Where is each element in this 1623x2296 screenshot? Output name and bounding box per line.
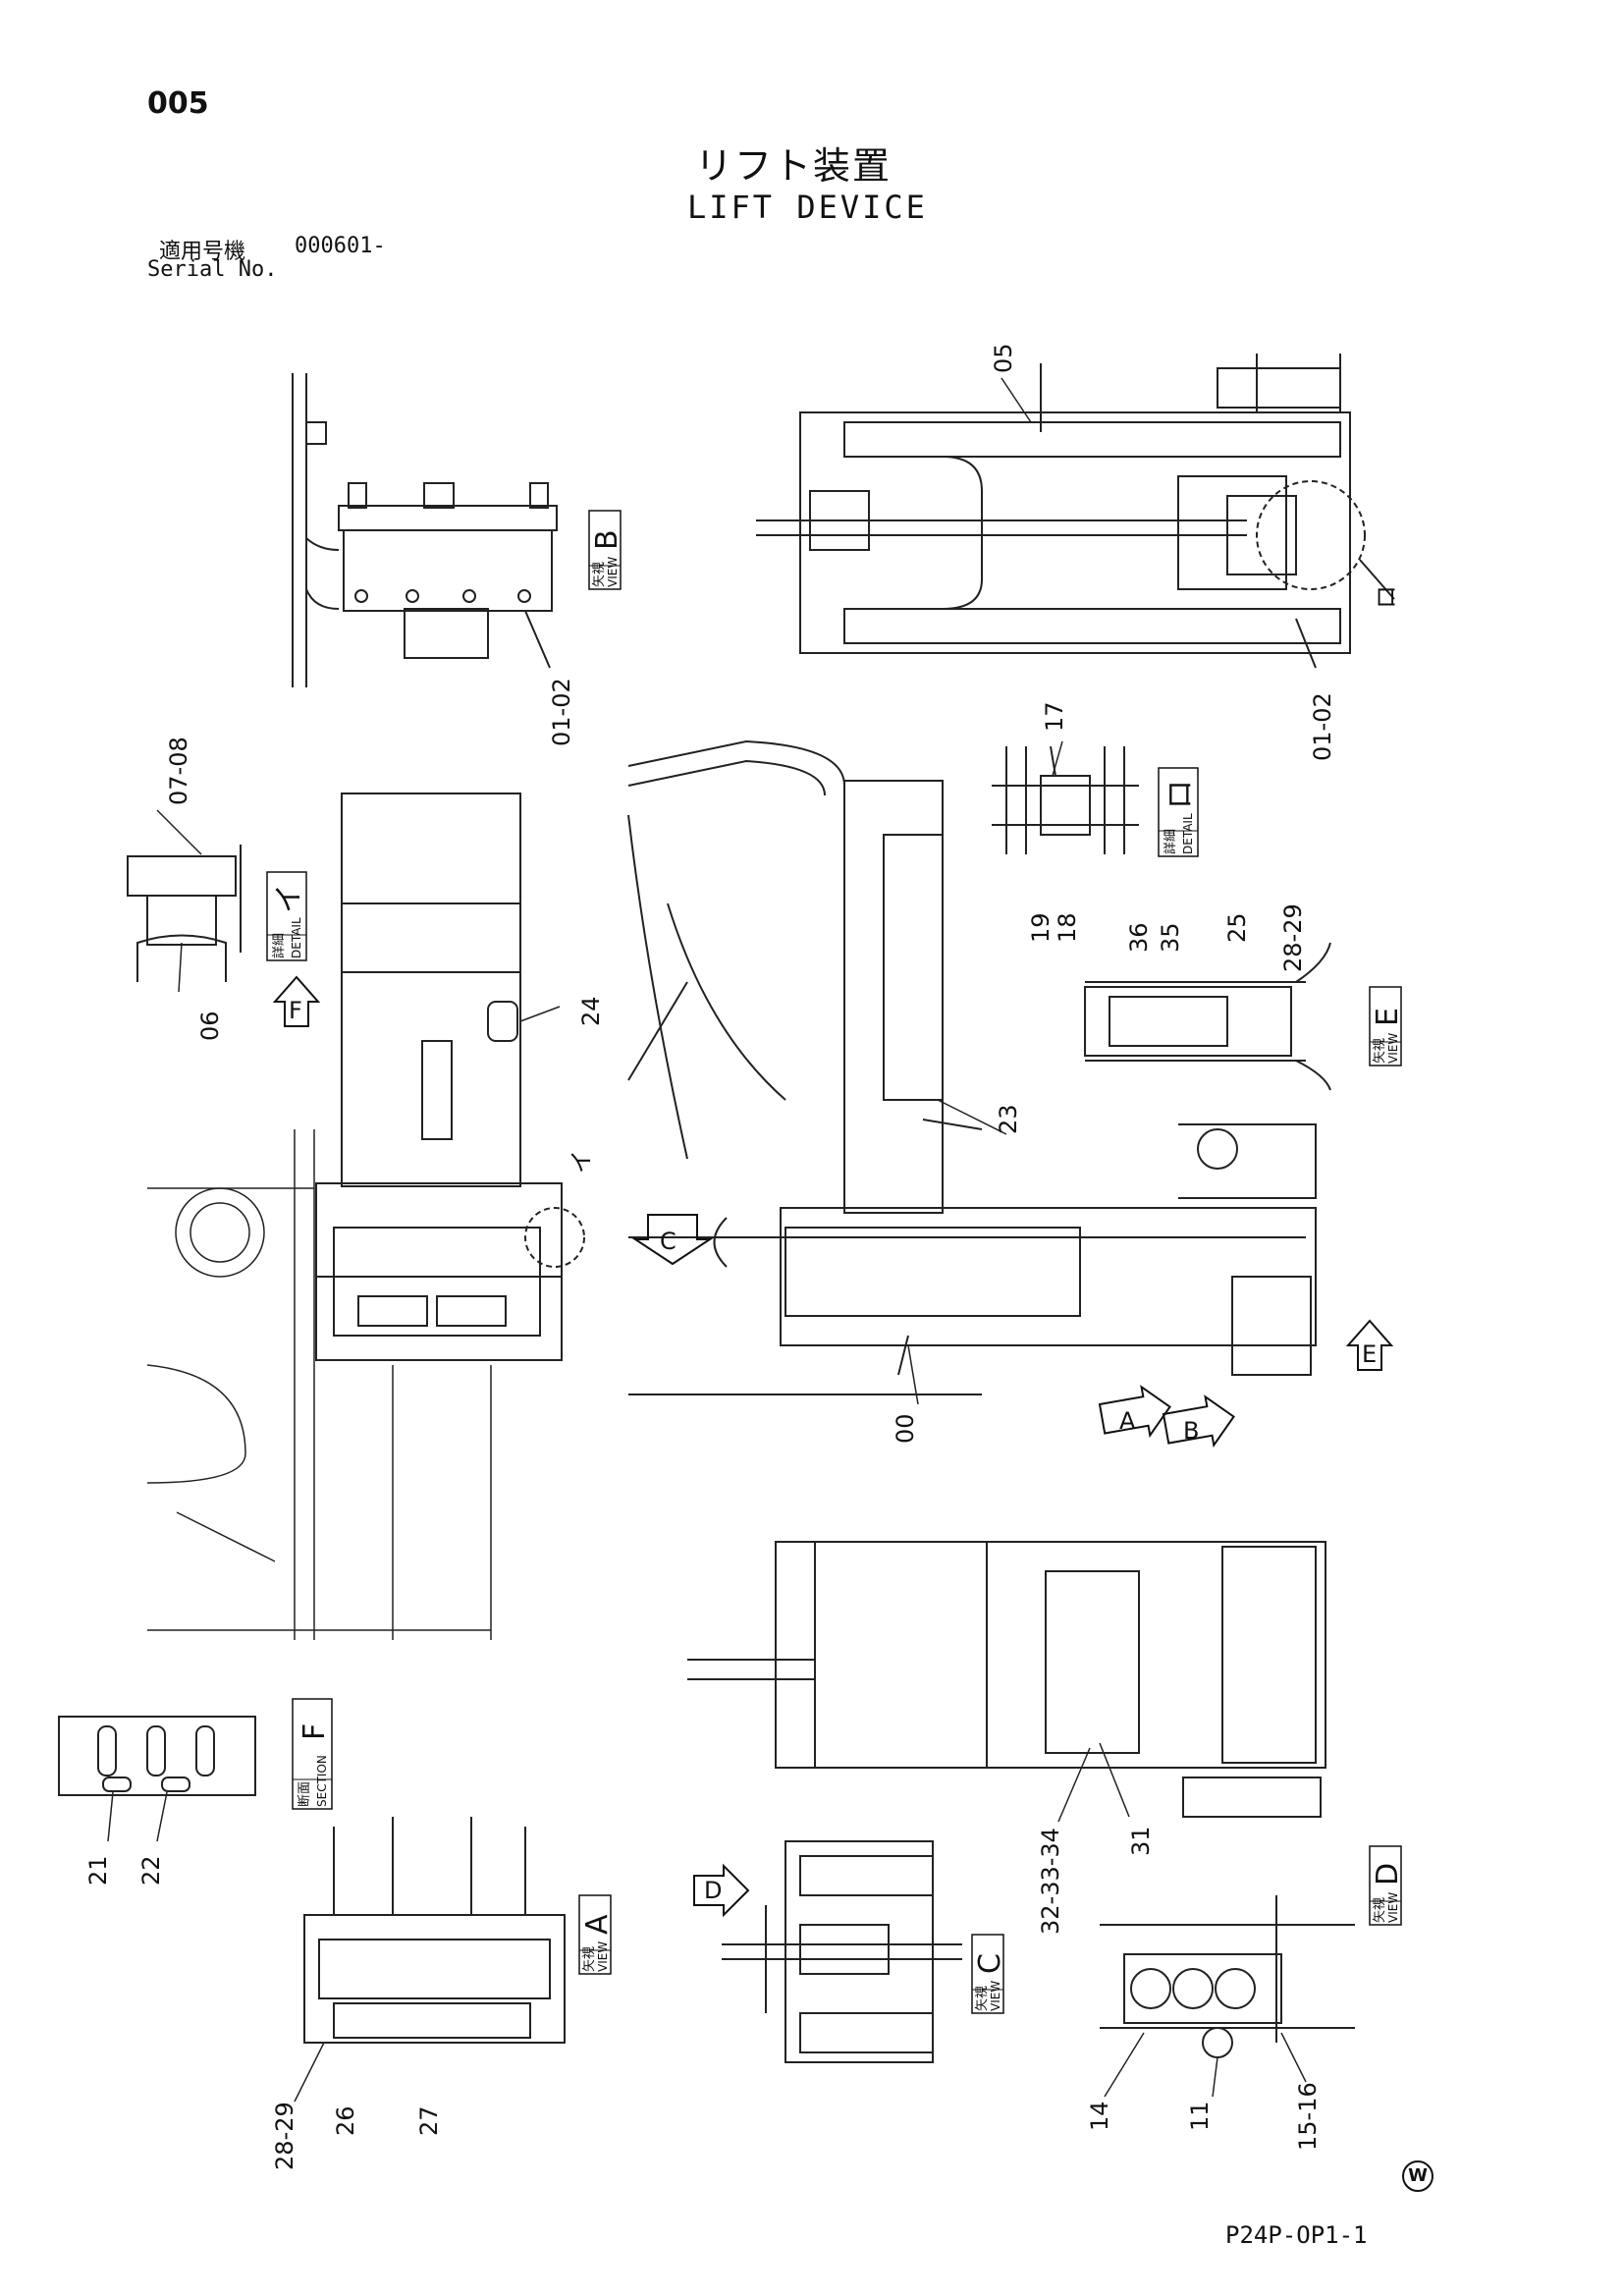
label-view-d-en: VIEW: [1386, 1892, 1400, 1923]
callout-24: 24: [577, 996, 605, 1026]
arrow-e: E: [1345, 1319, 1394, 1371]
lower-left-frame: [146, 1129, 492, 1640]
lower-right-box: [687, 1541, 1326, 1818]
callout-22: 22: [137, 1855, 165, 1886]
main-side-view: [627, 739, 1317, 1395]
arrow-c-letter: C: [660, 1228, 676, 1255]
label-view-e: 矢視 VIEW E: [1369, 986, 1405, 1066]
label-view-d-letter: D: [1371, 1863, 1405, 1886]
arrow-f-letter: F: [289, 997, 302, 1024]
label-view-c-en: VIEW: [989, 1981, 1002, 2011]
label-detail-i: 詳細 DETAIL イ: [266, 871, 307, 961]
callout-36: 36: [1125, 922, 1153, 953]
callout-06: 06: [196, 1011, 224, 1041]
callout-21: 21: [84, 1855, 112, 1886]
callout-25: 25: [1223, 912, 1251, 943]
callout-01-02-left: 01-02: [548, 678, 575, 746]
arrow-d-letter: D: [704, 1877, 722, 1904]
label-detail-ro-letter: ロ: [1163, 780, 1198, 809]
view-e-drawing: [1084, 942, 1331, 1091]
callout-26: 26: [332, 2105, 359, 2136]
callout-35: 35: [1157, 922, 1184, 953]
serial-label-english: Serial No.: [147, 257, 278, 282]
callout-14: 14: [1086, 2101, 1113, 2131]
serial-label-japanese: 適用号機: [159, 240, 246, 264]
label-view-a-jp: 矢視: [582, 1946, 597, 1972]
callout-18: 18: [1054, 912, 1081, 943]
arrow-b: B: [1162, 1394, 1235, 1449]
view-b-drawing: [292, 373, 558, 687]
label-view-b: 矢視 VIEW B: [588, 510, 624, 590]
callout-28-29-a: 28-29: [271, 2102, 298, 2170]
plan-view-top: [756, 354, 1395, 669]
label-section-f: 断面 SECTION F: [292, 1698, 333, 1810]
label-detail-ro-en: DETAIL: [1181, 813, 1195, 854]
label-view-e-en: VIEW: [1386, 1033, 1400, 1064]
label-section-f-letter: F: [298, 1723, 332, 1740]
callout-19: 19: [1027, 912, 1055, 943]
view-a-drawing: [303, 1817, 566, 2044]
label-view-d: 矢視 VIEW D: [1369, 1845, 1405, 1926]
label-section-f-jp: 断面: [298, 1781, 312, 1807]
serial-value: 000601-: [295, 234, 386, 258]
detail-i-drawing: [127, 845, 242, 982]
label-view-b-jp: 矢視: [592, 562, 607, 587]
section-f-drawing: [58, 1716, 256, 1796]
arrow-e-letter: E: [1362, 1340, 1377, 1368]
w-mark-icon: W: [1402, 2160, 1434, 2192]
detail-ro-drawing: [992, 745, 1139, 854]
callout-11: 11: [1186, 2101, 1214, 2131]
title-japanese: リフト装置: [695, 144, 893, 188]
callout-i: イ: [568, 1150, 595, 1174]
label-detail-i-jp: 詳細: [271, 933, 287, 958]
label-view-e-jp: 矢視: [1373, 1038, 1387, 1064]
arrow-b-letter: B: [1183, 1417, 1199, 1445]
callout-32-33-34: 32-33-34: [1037, 1828, 1064, 1935]
label-view-a-letter: A: [580, 1914, 615, 1935]
label-detail-i-letter: イ: [272, 884, 306, 913]
callout-ro: ロ: [1373, 585, 1400, 609]
callout-23: 23: [995, 1104, 1022, 1134]
callout-31: 31: [1127, 1826, 1155, 1856]
label-view-d-jp: 矢視: [1373, 1897, 1387, 1923]
view-d-drawing: [1100, 1895, 1355, 2058]
label-view-b-letter: B: [590, 529, 624, 550]
callout-00: 00: [892, 1413, 919, 1444]
callout-05: 05: [990, 343, 1017, 373]
left-plan-view: [315, 793, 585, 1361]
label-view-c-jp: 矢視: [975, 1986, 990, 2011]
arrow-a-letter: A: [1119, 1407, 1136, 1435]
callout-28-29-e: 28-29: [1279, 903, 1307, 972]
arrow-d: D: [693, 1863, 750, 1918]
label-view-a: 矢視 VIEW A: [578, 1894, 615, 1975]
arrow-f: F: [272, 975, 321, 1027]
callout-17: 17: [1041, 701, 1068, 732]
callout-01-02-right: 01-02: [1309, 692, 1336, 761]
label-detail-i-en: DETAIL: [290, 917, 303, 958]
label-view-b-en: VIEW: [606, 557, 620, 587]
label-view-a-en: VIEW: [596, 1941, 610, 1972]
label-section-f-en: SECTION: [315, 1755, 329, 1807]
leader-lines: [107, 377, 1307, 2103]
arrow-c: C: [631, 1214, 714, 1266]
callout-27: 27: [415, 2105, 443, 2136]
label-view-c: 矢視 VIEW C: [971, 1934, 1007, 2014]
page-number: 005: [147, 86, 209, 121]
label-detail-ro: 詳細 DETAIL ロ: [1158, 767, 1199, 857]
label-view-e-letter: E: [1371, 1008, 1405, 1026]
view-c-drawing: [722, 1840, 962, 2063]
title-english: LIFT DEVICE: [687, 189, 928, 226]
arrow-a: A: [1098, 1385, 1171, 1439]
callout-15-16: 15-16: [1294, 2082, 1322, 2151]
label-detail-ro-jp: 詳細: [1163, 829, 1178, 854]
callout-07-08: 07-08: [165, 737, 192, 805]
label-view-c-letter: C: [973, 1953, 1007, 1974]
footer-code: P24P-OP1-1: [1225, 2221, 1368, 2249]
